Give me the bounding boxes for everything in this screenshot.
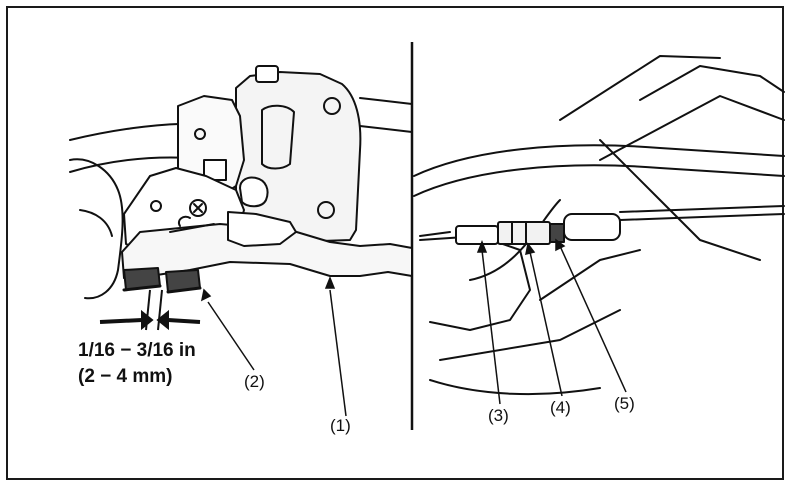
switch-knob: [255, 65, 279, 83]
leader-4: [529, 251, 563, 397]
adjuster-nut: [239, 176, 269, 208]
switch-housing: [235, 71, 362, 245]
cable: [419, 205, 785, 237]
measurement-imperial: 1/16 − 3/16 in: [78, 340, 196, 361]
cable-end-5: [549, 223, 565, 243]
callout-1: (1): [330, 416, 351, 435]
callout-2: (2): [244, 372, 265, 391]
leader-2: [207, 301, 255, 371]
lock-nut-3: [455, 225, 499, 245]
figure-frame: [6, 6, 784, 480]
leader-3: [481, 249, 501, 405]
cable-adjuster-view: [413, 55, 785, 396]
leader-1: [329, 289, 347, 417]
callout-3: (3): [488, 406, 509, 425]
lever-assembly-view: [69, 65, 413, 300]
free-play-arrows: [99, 289, 201, 331]
leader-5: [559, 245, 627, 393]
grip: [69, 158, 124, 300]
handlebar: [69, 97, 413, 173]
callout-4: (4): [550, 398, 571, 417]
measurement-metric: (2 − 4 mm): [78, 366, 173, 387]
callout-5: (5): [614, 394, 635, 413]
adjuster-4: [497, 221, 551, 245]
